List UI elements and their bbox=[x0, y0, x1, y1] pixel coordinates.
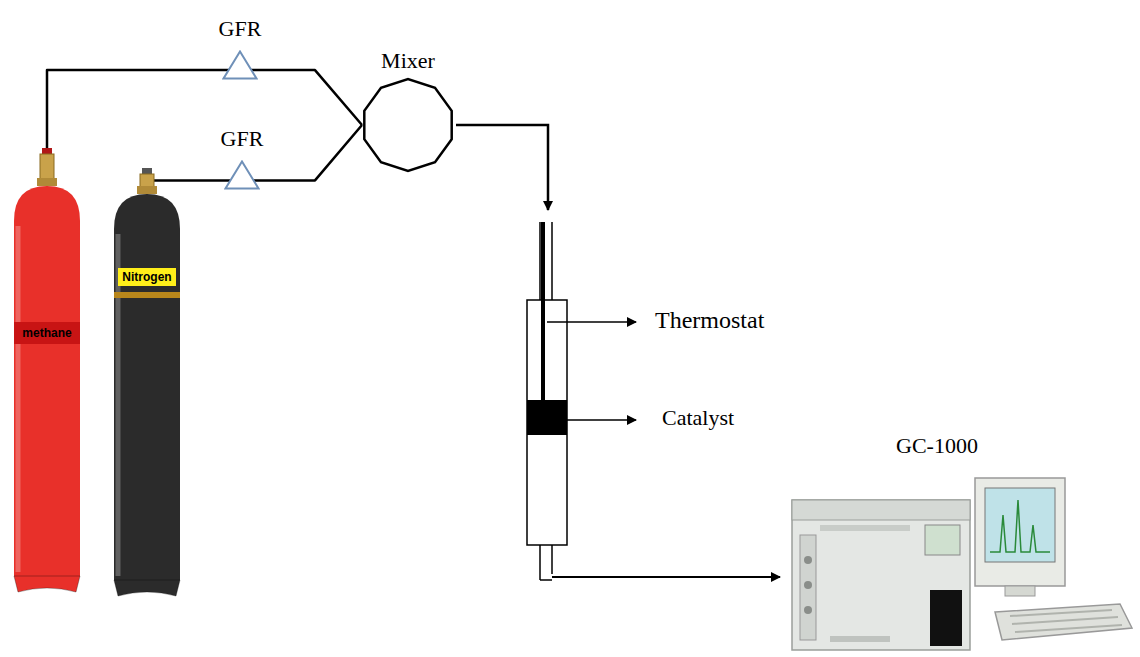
callout-label: GC-1000 bbox=[896, 433, 978, 459]
gas-line bbox=[253, 125, 362, 180]
gas-cylinder: methane bbox=[12, 148, 82, 594]
catalyst-bed bbox=[527, 400, 567, 435]
node-text: Mixer bbox=[381, 48, 435, 74]
leader-arrow bbox=[547, 321, 636, 323]
thermostat-rod bbox=[541, 222, 545, 402]
mixer-decagon bbox=[360, 77, 456, 173]
gas-cylinder bbox=[112, 168, 182, 598]
gas-cylinder: Nitrogen bbox=[112, 168, 182, 598]
regulator-triangle bbox=[222, 50, 258, 80]
valve bbox=[40, 154, 54, 180]
cylinder-label: Nitrogen bbox=[118, 268, 176, 286]
gas-line bbox=[154, 179, 231, 182]
gas-line bbox=[251, 70, 362, 125]
gas-cylinder bbox=[12, 148, 82, 594]
outlet-pipe bbox=[552, 576, 780, 578]
node-text: Nitrogen bbox=[122, 270, 171, 284]
node-text: methane bbox=[22, 326, 71, 340]
feed-pipe bbox=[456, 125, 548, 210]
callout-label: Catalyst bbox=[662, 405, 734, 431]
cylinder-stripe bbox=[114, 292, 180, 298]
callout-label: Thermostat bbox=[655, 307, 764, 334]
node-text: GFR bbox=[219, 16, 262, 42]
gc-instrument bbox=[792, 478, 1132, 650]
gas-mixer: Mixer bbox=[360, 48, 456, 173]
gas-line bbox=[47, 70, 229, 154]
regulator-triangle bbox=[224, 160, 260, 190]
flow-regulator: GFR bbox=[221, 126, 264, 190]
flow-regulator: GFR bbox=[219, 16, 262, 80]
valve bbox=[140, 174, 154, 188]
cylinder-label: methane bbox=[14, 322, 80, 344]
leader-arrow bbox=[567, 419, 636, 421]
node-text: GFR bbox=[221, 126, 264, 152]
reactor-tube bbox=[527, 222, 567, 580]
